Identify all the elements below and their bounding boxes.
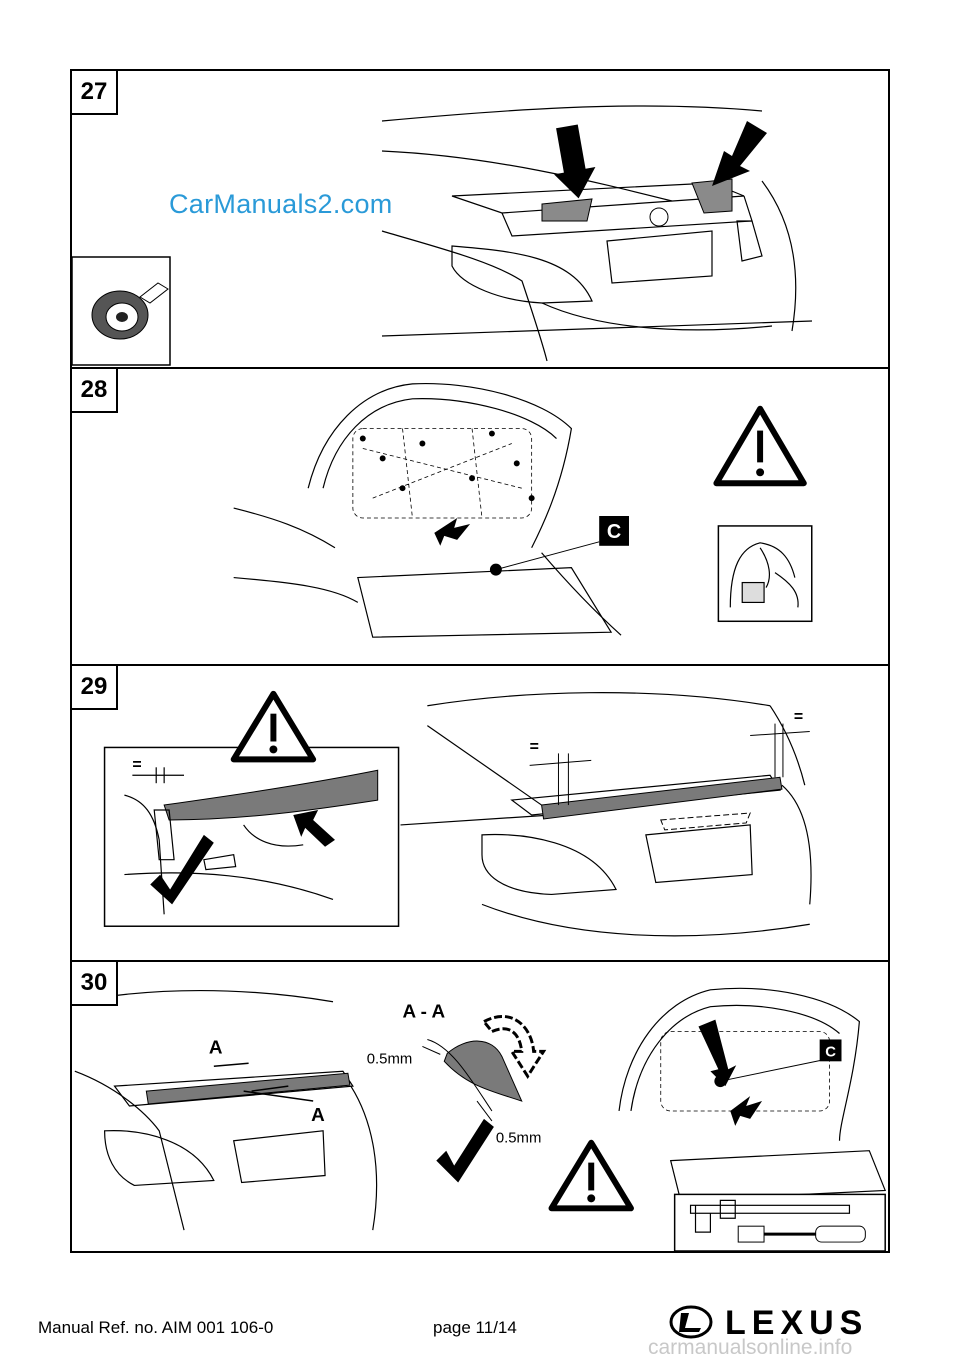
gap-equal-mark-right: = <box>794 709 803 726</box>
caliper-icon <box>689 1199 851 1233</box>
trunk-internal-parts <box>660 1031 830 1112</box>
spoiler-on-car <box>145 1072 351 1105</box>
thickness-top-label: 0.5mm <box>367 1051 412 1067</box>
section-title: A - A <box>403 1001 446 1022</box>
warning-triangle-icon <box>230 690 317 763</box>
step-28-illustration: C <box>233 382 813 638</box>
site-watermark: carmanualsonline.info <box>648 1336 853 1359</box>
step-29-illustration: = = = <box>103 690 812 937</box>
dashed-arrow-icon <box>434 517 471 546</box>
callout-c-badge: C <box>819 1039 842 1062</box>
step-30-panel: 30 A A A - A <box>72 960 888 1251</box>
svg-text:C: C <box>825 1044 836 1060</box>
gap-dimension-marks <box>529 723 810 806</box>
svg-text:C: C <box>607 521 621 543</box>
inset-body-lines <box>124 767 334 915</box>
hand-nut-icon <box>729 542 799 608</box>
trunk-internal-parts <box>352 428 533 519</box>
step-27-panel: 27 <box>72 71 888 367</box>
step-30-illustration: A A A - A 0.5mm 0.5mm <box>74 987 887 1251</box>
lexus-wordmark: LEXUS <box>725 1304 868 1340</box>
spoiler-cross-section <box>443 1040 523 1102</box>
lexus-logo: LEXUS <box>669 1304 868 1340</box>
step-27-number: 27 <box>72 71 118 115</box>
open-trunk-drawing <box>233 382 622 638</box>
car-rear-drawing <box>381 105 813 362</box>
step-28-panel: 28 C <box>72 367 888 664</box>
dashed-arrow-icon <box>730 1096 763 1126</box>
warning-triangle-icon <box>548 1139 634 1212</box>
manual-ref-text: Manual Ref. no. AIM 001 106-0 <box>38 1318 274 1337</box>
lexus-l-emblem-icon <box>669 1305 713 1339</box>
hand-tighten-inset <box>717 525 813 623</box>
warning-triangle-icon <box>713 405 807 487</box>
step-27-illustration <box>72 105 813 366</box>
thickness-leaders <box>422 1045 493 1122</box>
watermark-text: CarManuals2.com <box>169 189 393 219</box>
section-marker-top: A <box>209 1036 223 1057</box>
thickness-bottom-label: 0.5mm <box>496 1131 541 1147</box>
arrow-down-left <box>554 124 596 199</box>
step-29-number: 29 <box>72 666 118 710</box>
gap-equal-mark-left: = <box>530 738 539 755</box>
trunk-fasteners <box>359 430 535 576</box>
gap-equal-mark: = <box>132 756 141 773</box>
car-rear-drawing <box>400 692 812 937</box>
step-29-panel: 29 = <box>72 664 888 960</box>
step-28-number: 28 <box>72 369 118 413</box>
open-trunk-drawing <box>618 987 887 1201</box>
screwdriver-icon <box>737 1225 866 1243</box>
arrow-to-spoiler <box>293 810 335 847</box>
spoiler-tape-marks <box>541 178 733 227</box>
tape-inset-box <box>72 256 171 366</box>
rotate-arrow-icon <box>481 1015 547 1079</box>
check-mark-icon <box>436 1118 494 1183</box>
center-adjust-arrows <box>660 812 751 831</box>
instruction-frame: 27 <box>70 69 890 1253</box>
page-number-text: page 11/14 <box>433 1318 517 1337</box>
spoiler-on-car <box>541 776 783 820</box>
check-mark-icon <box>150 834 214 905</box>
arrow-to-nut <box>698 1019 737 1087</box>
step-30-number: 30 <box>72 962 118 1006</box>
arrow-down-right <box>712 121 767 186</box>
car-rear-drawing <box>74 989 378 1231</box>
tape-roll-icon <box>91 282 169 340</box>
callout-c-badge: C <box>599 516 629 546</box>
section-marker-bottom: A <box>311 1104 325 1125</box>
spoiler-detail <box>163 769 379 821</box>
section-line-a <box>213 1062 314 1102</box>
